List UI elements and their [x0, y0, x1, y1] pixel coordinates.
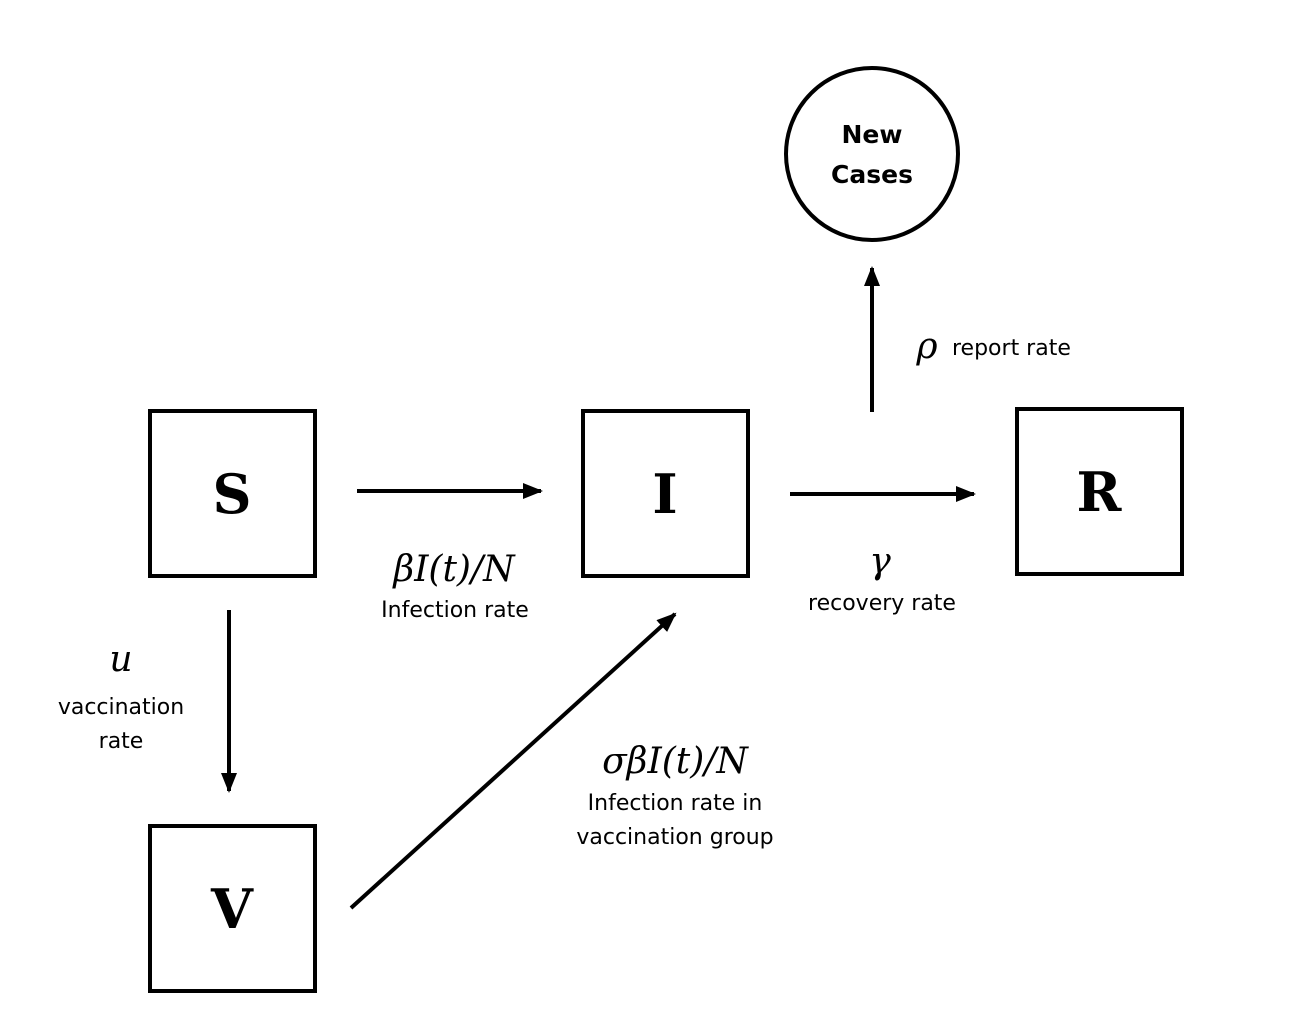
node-i-label: I [652, 462, 677, 526]
node-i: I [581, 409, 750, 578]
new-cases-label-line1: New [842, 120, 903, 149]
report-rate-symbol: ρ [915, 326, 937, 367]
infection-rate-symbol: βI(t)/N [391, 549, 516, 590]
recovery-rate-symbol: γ [869, 541, 891, 582]
vaccinated-infection-rate-description-line2: vaccination group [576, 825, 773, 850]
node-r-label: R [1077, 460, 1123, 524]
node-s-label: S [213, 462, 252, 526]
vaccination-rate-symbol: u [109, 639, 132, 680]
node-new-cases: New Cases [784, 66, 960, 242]
vaccination-rate-description-line2: rate [99, 729, 144, 754]
node-s: S [148, 409, 317, 578]
new-cases-label-line2: Cases [831, 160, 913, 189]
vaccinated-infection-rate-description-line1: Infection rate in [588, 791, 763, 816]
node-v-label: V [210, 877, 254, 941]
infection-rate-description: Infection rate [381, 598, 529, 623]
node-r: R [1015, 407, 1184, 576]
recovery-rate-description: recovery rate [808, 591, 956, 616]
vaccination-rate-description-line1: vaccination [58, 695, 184, 720]
vaccinated-infection-rate-symbol: σβI(t)/N [602, 741, 749, 782]
arrow-v-to-i [349, 612, 677, 910]
node-v: V [148, 824, 317, 993]
report-rate-description: report rate [952, 336, 1071, 361]
